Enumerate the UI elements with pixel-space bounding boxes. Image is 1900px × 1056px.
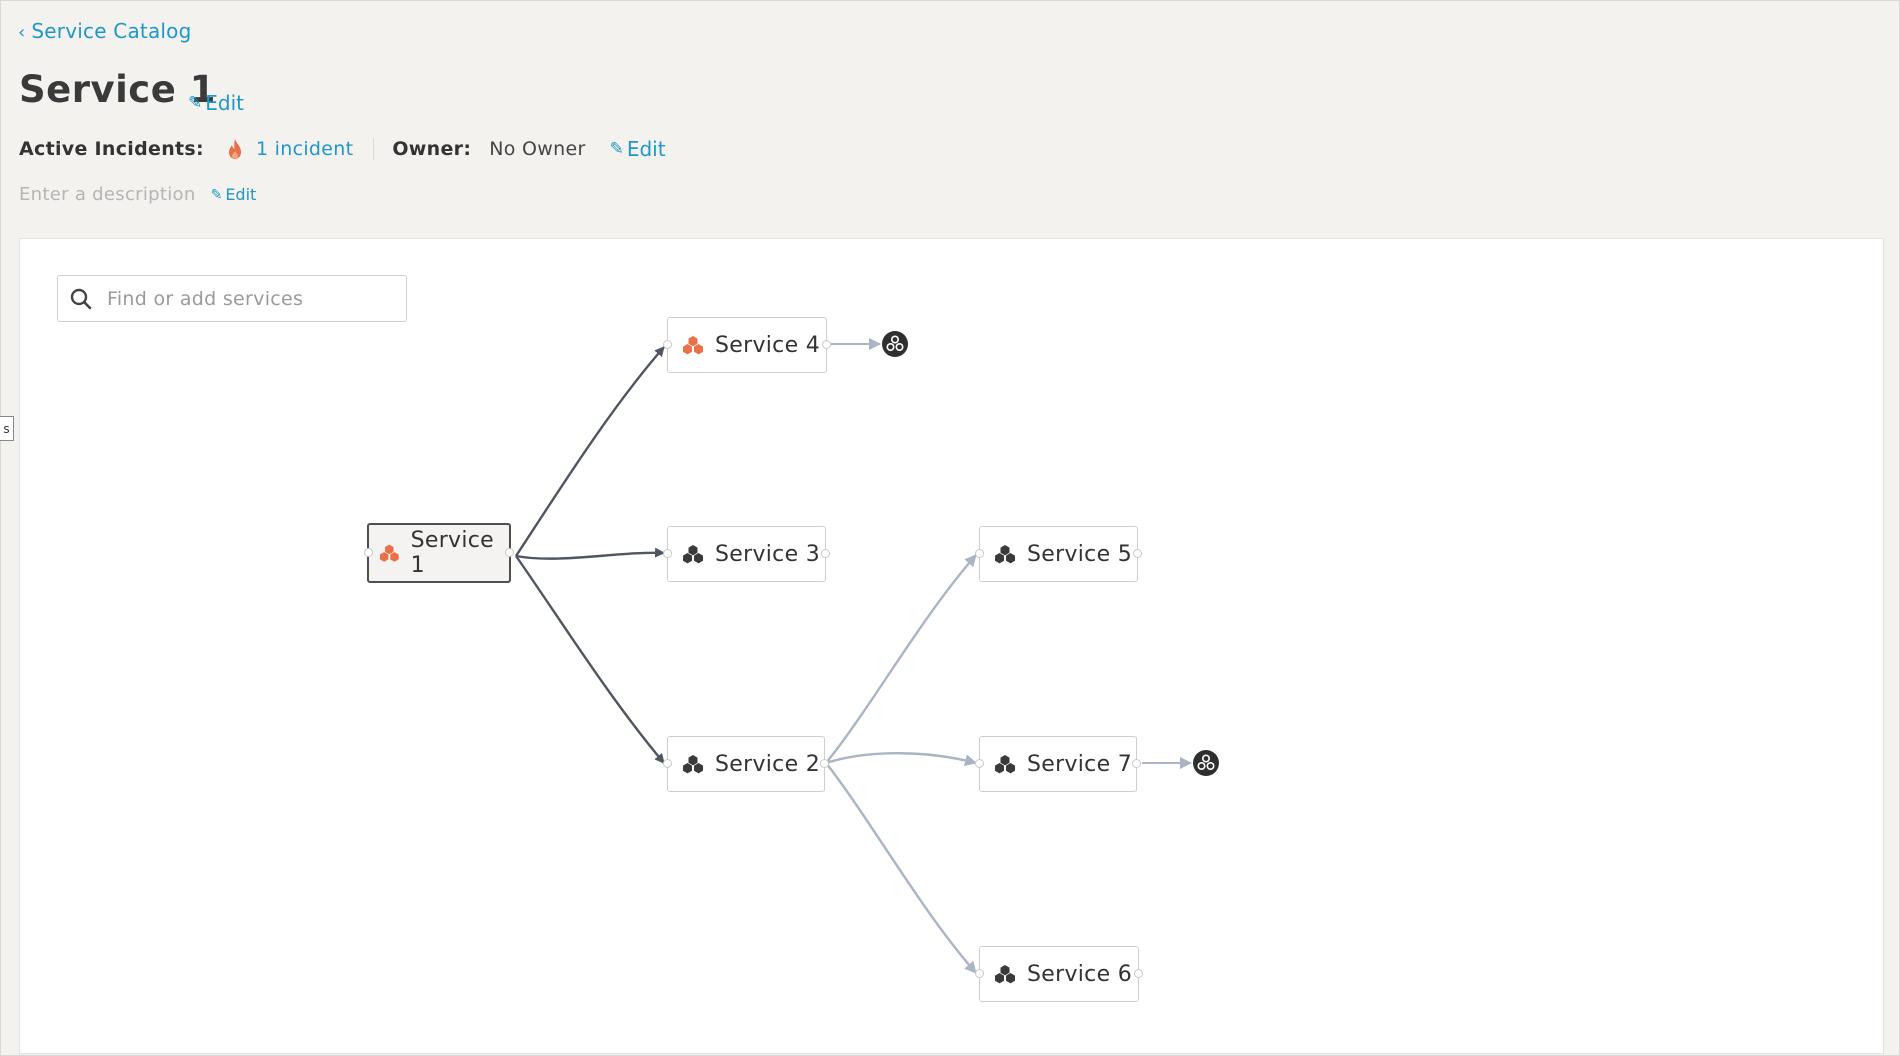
node-port-in [663,340,672,349]
node-port-in [975,969,984,978]
edit-description-label: Edit [225,185,257,204]
node-port-in [663,549,672,558]
active-incidents-link[interactable]: 1 incident [255,138,354,160]
search-icon [70,288,92,309]
pencil-icon: ✎ [609,139,624,159]
service-search-input[interactable] [105,286,389,311]
edge-service1-service3 [515,547,665,560]
service-node-label: Service 4 [715,332,820,358]
active-incidents-label: Active Incidents: [19,138,204,160]
edit-title-button[interactable]: ✎Edit [188,91,244,115]
service-node-label: Service 3 [715,541,820,567]
pencil-icon: ✎ [210,186,223,203]
service-node-service-1[interactable]: Service 1 [364,523,514,583]
side-panel-tab[interactable]: s [0,416,14,441]
service-node-label: Service 7 [1027,751,1132,777]
service-cluster-icon [683,545,703,564]
service-cluster-icon [995,545,1015,564]
node-port-in [975,759,984,768]
service-node-service-4[interactable]: Service 4 [663,317,831,373]
owner-value: No Owner [489,138,586,160]
node-port-out [1133,549,1142,558]
service-node-label: Service 2 [715,751,820,777]
service-node-service-7[interactable]: Service 7 [975,736,1141,792]
service-meta-row: Active Incidents: 1 incident Owner: No O… [19,136,666,162]
edit-owner-label: Edit [626,137,666,161]
back-link-label: Service Catalog [31,19,192,43]
service-node-service-3[interactable]: Service 3 [663,526,830,582]
flame-icon [228,139,241,159]
service-node-label: Service 5 [1027,541,1132,567]
edge-service2-service5 [825,554,977,764]
node-port-out [505,548,514,557]
dependency-graph-canvas[interactable]: Service 1 Service 4 Service 3 Service 2 [19,238,1884,1054]
service-node-service-2[interactable]: Service 2 [663,736,829,792]
node-port-in [663,759,672,768]
service-search-box[interactable] [57,275,407,322]
meta-divider [373,138,375,160]
edit-owner-button[interactable]: ✎Edit [610,137,666,161]
service-cluster-icon [683,336,703,355]
edge-service1-service4 [514,346,665,557]
node-port-out [822,340,831,349]
node-port-in [364,548,373,557]
owner-label: Owner: [392,138,472,160]
edge-service2-service6 [825,762,977,974]
back-to-service-catalog-link[interactable]: ‹Service Catalog [18,19,192,43]
external-service-icon[interactable] [881,330,909,358]
dependency-edges [514,338,1192,974]
chevron-left-icon: ‹ [18,22,26,43]
node-port-out [821,549,830,558]
service-node-service-6[interactable]: Service 6 [975,946,1143,1002]
service-node-label: Service 1 [410,528,495,578]
node-port-out [1134,969,1143,978]
external-service-icon[interactable] [1192,749,1220,777]
service-node-label: Service 6 [1027,961,1132,987]
pencil-icon: ✎ [188,93,203,113]
description-row: Enter a description ✎Edit [19,184,256,205]
edit-title-label: Edit [205,91,244,115]
edge-service1-service2 [515,555,665,764]
node-port-in [975,549,984,558]
service-node-service-5[interactable]: Service 5 [975,526,1142,582]
node-port-out [1132,759,1141,768]
service-cluster-icon [683,755,703,774]
node-port-out [820,759,829,768]
edit-description-button[interactable]: ✎Edit [211,185,257,204]
service-cluster-icon [995,965,1015,984]
edge-service2-service7 [825,752,977,767]
service-cluster-icon [995,755,1015,774]
service-cluster-icon [379,544,399,562]
description-placeholder[interactable]: Enter a description [19,184,196,205]
page-title: Service 1 [19,68,216,111]
